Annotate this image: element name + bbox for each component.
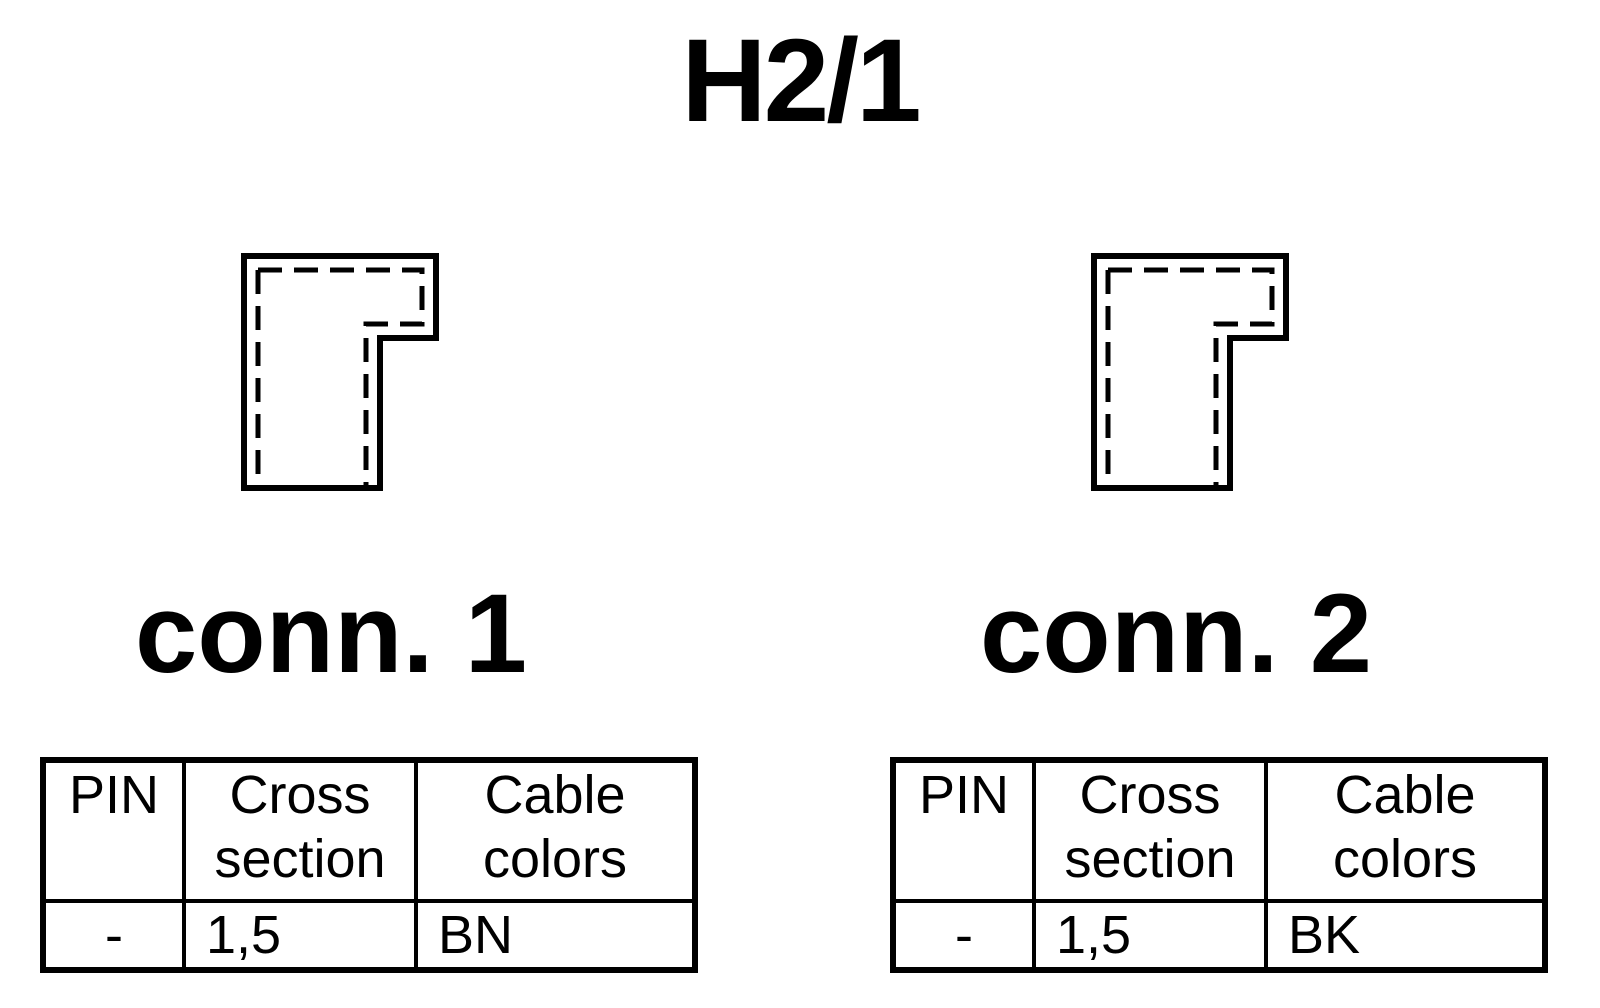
table-row: - 1,5 BK — [891, 899, 1547, 972]
connector-outline-icon — [241, 253, 439, 491]
header-cross-section: Cross section — [182, 758, 418, 903]
connector-label-1: conn. 1 — [135, 571, 528, 696]
table-header-row: PIN Cross section Cable colors — [891, 758, 1547, 903]
cell-cable-color: BK — [1264, 899, 1547, 972]
table-row: - 1,5 BN — [41, 899, 697, 972]
header-cable-colors: Cable colors — [414, 758, 697, 903]
header-pin: PIN — [891, 758, 1036, 903]
cell-pin: - — [891, 899, 1036, 972]
cell-cable-color: BN — [414, 899, 697, 972]
connector-2-table: PIN Cross section Cable colors - 1,5 BK — [890, 757, 1548, 973]
header-cross-section: Cross section — [1032, 758, 1268, 903]
cell-cross-section: 1,5 — [1032, 899, 1268, 972]
header-pin: PIN — [41, 758, 186, 903]
diagram-title: H2/1 — [681, 15, 921, 147]
connector-outline-icon — [1091, 253, 1289, 491]
connector-1-table: PIN Cross section Cable colors - 1,5 BN — [40, 757, 698, 973]
cell-cross-section: 1,5 — [182, 899, 418, 972]
header-cable-colors: Cable colors — [1264, 758, 1547, 903]
cell-pin: - — [41, 899, 186, 972]
connector-label-2: conn. 2 — [980, 571, 1373, 696]
table-header-row: PIN Cross section Cable colors — [41, 758, 697, 903]
